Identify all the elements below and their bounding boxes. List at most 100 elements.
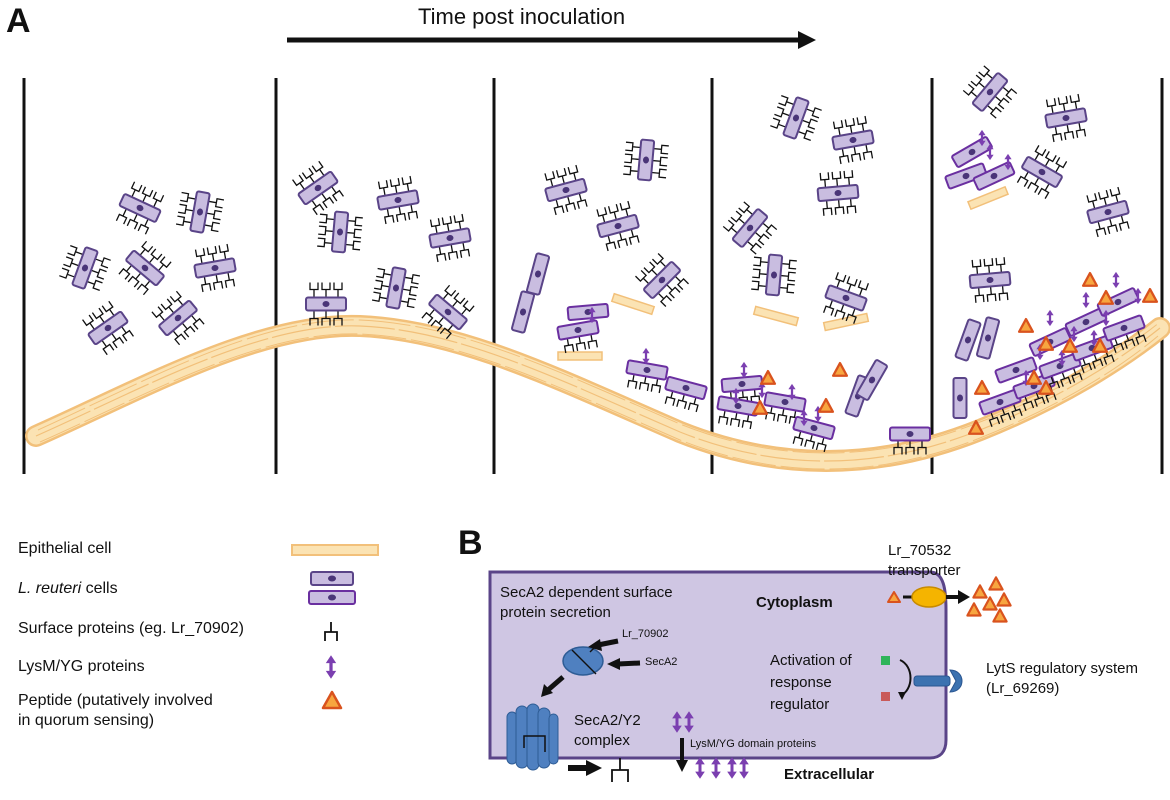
lysm-protein-icon [1090,329,1098,347]
reuteri-cell [175,190,225,234]
lysm-protein-icon [684,711,694,733]
transporter-label-2: transporter [888,562,961,579]
lr70902-label: Lr_70902 [622,628,669,640]
lysm-protein-icon [695,757,705,779]
reuteri-cell [1086,186,1130,238]
reuteri-cell [763,391,807,426]
time-arrow [287,31,816,49]
time-axis-label: Time post inoculation [418,4,626,29]
reuteri-cell [962,65,1018,119]
reuteri-cell [994,356,1038,384]
lysm-protein-icon [1004,153,1012,171]
lysm-protein-icon [588,306,596,324]
legend-surface-protein-icon [324,622,338,641]
reuteri-cell [635,253,689,307]
reuteri-cell [951,136,993,168]
reuteri-cell [952,377,968,419]
lysm-export-arrow [676,738,688,772]
export-arrow [568,760,602,776]
reuteri-cell [1038,352,1083,391]
lysm-protein-icon [1046,309,1054,327]
reuteri-cell [623,138,669,182]
lysm-protein-icon [1070,325,1078,343]
legend-peptide-label-1: Peptide (putatively involved [18,692,213,709]
reuteri-cell [625,359,669,394]
legend-epithelial-swatch [291,544,379,556]
activation-label-3: regulator [770,696,830,713]
legend-reuteri-species: L. reuteri [18,580,82,597]
peptide-icon [996,592,1012,607]
peptide-icon [751,399,769,415]
transporter-label-1: Lr_70532 [888,542,952,559]
lyts-label-2: (Lr_69269) [986,680,1060,697]
seca2-y2-complex-icon [506,703,559,771]
peptide-icon [967,419,985,435]
seca2-label: SecA2 [645,656,678,668]
lyts-receptor-icon [913,669,963,693]
reuteri-cell [823,272,869,324]
peptide-icon [1037,379,1055,395]
legend-reuteri-label: L. reuteri cells [18,580,118,598]
peptide-icon [1025,369,1043,385]
reuteri-cell [556,319,600,354]
peptide-icon [988,576,1004,591]
reuteri-cell [792,415,836,453]
reuteri-cell [151,290,205,346]
secretion-arrows [541,638,641,697]
lysm-domain-label: LysM/YG domain proteins [690,738,817,750]
lysm-protein-icon [800,409,808,427]
extracellular-label: Extracellular [784,766,875,783]
peptide-icon [759,369,777,385]
reuteri-cell [193,243,237,293]
legend-epithelial-label: Epithelial cell [18,540,112,557]
legend-lysm-label: LysM/YG proteins [18,658,145,675]
lysm-protein-icon [325,655,337,679]
lysm-protein-icon [732,387,740,405]
lysm-protein-icon [740,361,748,379]
reuteri-cell [664,375,708,413]
secretion-label-2: protein secretion [500,604,611,621]
reuteri-cell [972,161,1016,191]
activation-label-1: Activation of [770,652,852,669]
transported-peptides [966,576,1012,623]
peptide-icon [966,602,982,617]
lysm-protein-icon [788,383,796,401]
complex-label-1: SecA2/Y2 [574,712,641,729]
peptide-icon [1091,337,1109,353]
reuteri-cell [889,426,931,455]
peptide-icon [1081,271,1099,287]
cytoplasm-label: Cytoplasm [756,594,833,611]
peptide-icon [972,584,988,599]
reuteri-cell [428,213,472,263]
peptide-icon [1141,287,1159,303]
reuteri-cell [722,201,778,255]
peptide-icon [973,379,991,395]
lysm-protein-icon [642,347,650,365]
reuteri-cell [1102,314,1147,353]
reuteri-cell [510,290,536,334]
lysm-protein-icon [1102,309,1110,327]
reuteri-cells-layer [59,65,1147,455]
reuteri-cell [59,245,111,291]
peptide-icon [817,397,835,413]
lysm-protein-icon [1082,291,1090,309]
reuteri-cell [944,162,988,190]
reuteri-cell [751,253,797,297]
peptide-icon [1017,317,1035,333]
reuteri-cell [317,210,363,254]
reuteri-cell [525,252,551,296]
reuteri-cell [1096,287,1140,317]
reuteri-cell [831,115,875,165]
reuteri-cell [1044,93,1088,143]
legend-surface-protein-label: Surface proteins (eg. Lr_70902) [18,620,244,637]
reuteri-cell [596,200,640,252]
reuteri-cell [115,181,165,235]
reuteri-cell [371,266,421,310]
reuteri-cell [770,95,822,141]
complex-label-2: complex [574,732,630,749]
legend-peptide-icon [321,690,343,710]
panel-b-letter: B [458,524,483,562]
lysm-protein-icon [986,143,994,161]
reuteri-cell [816,170,860,216]
